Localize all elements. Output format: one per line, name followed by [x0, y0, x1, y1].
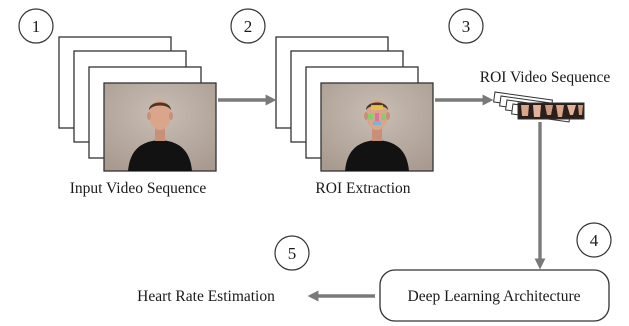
deep-learning-label: Deep Learning Architecture [408, 288, 581, 305]
roi-video-stack [493, 91, 585, 123]
roi-forehead-patch [371, 105, 383, 110]
input-frame-photo [103, 82, 217, 172]
roi-video-strip [517, 102, 585, 120]
step-number-1: 1 [32, 17, 41, 36]
input-frame-stack [58, 36, 217, 172]
step-number-2: 2 [244, 17, 253, 36]
roi-frame-stack [275, 36, 434, 172]
roi-mouth-patch [373, 121, 381, 125]
step-number-3: 3 [462, 17, 471, 36]
step-marker-3: 3 [448, 8, 484, 44]
step-marker-1: 1 [18, 8, 54, 44]
deep-learning-box [379, 269, 610, 322]
roi-left-cheek-patch [368, 114, 373, 120]
step-number-5: 5 [288, 244, 297, 263]
roi-video-label: ROI Video Sequence [480, 69, 611, 86]
step-marker-2: 2 [230, 8, 266, 44]
roi-frame-photo [320, 82, 434, 172]
roi-nose-patch [375, 113, 379, 121]
input-video-label: Input Video Sequence [70, 180, 207, 197]
roi-right-cheek-patch [381, 114, 386, 120]
heart-rate-label: Heart Rate Estimation [137, 288, 275, 305]
flow-arrows [218, 94, 546, 302]
step-marker-5: 5 [274, 235, 310, 271]
roi-extraction-label: ROI Extraction [315, 180, 410, 197]
step-number-4: 4 [590, 231, 599, 250]
step-marker-4: 4 [576, 222, 612, 258]
